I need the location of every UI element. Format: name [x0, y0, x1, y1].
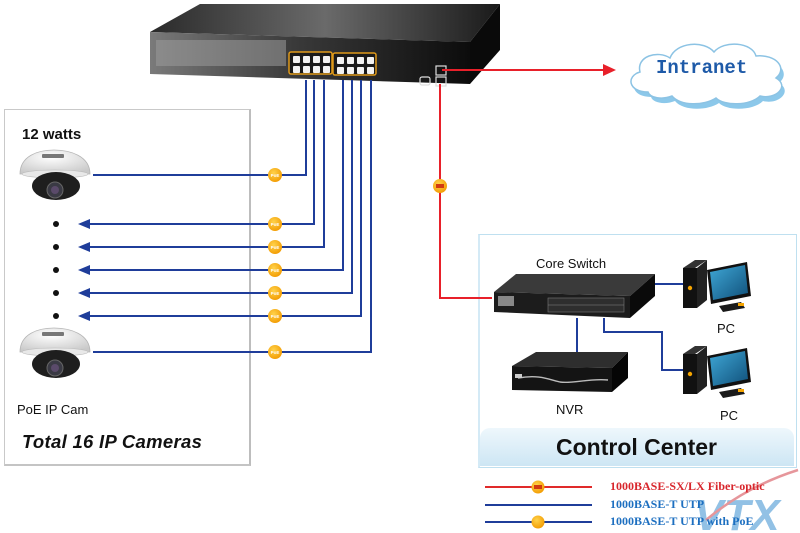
arrow-left-icon [78, 265, 90, 275]
legend-label-poe: 1000BASE-T UTP with PoE [610, 514, 754, 528]
intranet-cloud [630, 43, 785, 109]
arrow-left-icon [78, 242, 90, 252]
control-center-links [576, 283, 684, 371]
poe-badge: PoE [268, 240, 282, 254]
poe-port [323, 56, 330, 63]
legend-label-fiber: 1000BASE-SX/LX Fiber-optic [610, 479, 765, 493]
pc-1 [683, 260, 751, 312]
svg-text:PoE: PoE [271, 350, 280, 355]
svg-text:PoE: PoE [271, 173, 280, 178]
control-center-title: Control Center [556, 434, 717, 460]
camera-logo [42, 154, 64, 158]
poe-camera-link: PoE [78, 80, 325, 254]
poe-port [313, 56, 320, 63]
poe-camera-link: PoE [78, 80, 353, 300]
poe-badge: PoE [268, 263, 282, 277]
camera-logo [42, 332, 64, 336]
poe-port [293, 56, 300, 63]
poe-camera-link: PoE [78, 80, 362, 323]
vtx-watermark: VTX [694, 468, 799, 533]
legend-poe-line [485, 515, 592, 529]
poe-badge: PoE [268, 286, 282, 300]
svg-text:PoE: PoE [271, 268, 280, 273]
arrow-left-icon [78, 288, 90, 298]
core-switch-logo [498, 296, 514, 306]
poe-port [357, 57, 364, 64]
ip-camera-bottom [19, 327, 91, 378]
nvr-label: NVR [556, 402, 584, 417]
pc-screen [710, 265, 748, 300]
poe-badge: PoE [268, 345, 282, 359]
fiber-module-glyph [436, 184, 444, 188]
control-center-banner [480, 428, 794, 466]
svg-text:PoE: PoE [271, 314, 280, 319]
ellipsis-dot [53, 267, 59, 273]
camera-label: PoE IP Cam [17, 402, 89, 417]
poe-port [293, 66, 300, 73]
poe-camera-link: PoE [93, 80, 307, 182]
poe-port [347, 67, 354, 74]
poe-port [337, 57, 344, 64]
poe-port [303, 66, 310, 73]
fiber-link-core [433, 84, 492, 299]
arrow-left-icon [78, 311, 90, 321]
svg-text:PoE: PoE [271, 291, 280, 296]
poe-port [313, 66, 320, 73]
poe-badge: PoE [268, 217, 282, 231]
core-switch-label: Core Switch [536, 256, 607, 271]
arrow-left-icon [78, 219, 90, 229]
poe-camera-link: PoE [78, 80, 344, 277]
poe-port [367, 57, 374, 64]
poe-port [347, 57, 354, 64]
poe-port [337, 67, 344, 74]
core-switch [494, 274, 655, 318]
legend-label-utp: 1000BASE-T UTP [610, 497, 705, 511]
poe-port [367, 67, 374, 74]
camera-power-label: 12 watts [22, 126, 82, 143]
pc-label-1: PC [717, 321, 736, 336]
poe-badge: PoE [268, 309, 282, 323]
svg-text:PoE: PoE [271, 245, 280, 250]
pc-2 [683, 346, 751, 398]
nvr [512, 352, 628, 392]
ellipsis-dot [53, 244, 59, 250]
pc-label-2: PC [720, 408, 739, 423]
svg-text:PoE: PoE [271, 222, 280, 227]
poe-camera-links: PoE PoE PoE PoE PoE PoE PoE [78, 80, 372, 359]
poe-badge: PoE [268, 168, 282, 182]
total-cameras-label: Total 16 IP Cameras [22, 431, 203, 452]
fiber-link-intranet [442, 64, 616, 76]
intranet-label: Intranet [656, 57, 748, 79]
poe-switch [150, 4, 500, 87]
ellipsis-dot [53, 221, 59, 227]
legend-fiber-line [485, 480, 592, 494]
more-cameras-dots [53, 221, 59, 319]
poe-port [323, 66, 330, 73]
ip-camera-top [19, 149, 91, 200]
ellipsis-dot [53, 313, 59, 319]
poe-camera-link: PoE [78, 80, 315, 231]
poe-port [357, 67, 364, 74]
pc-screen [710, 351, 748, 386]
console-port [419, 76, 431, 86]
ellipsis-dot [53, 290, 59, 296]
legend-lines [485, 480, 592, 529]
poe-camera-link: PoE [93, 80, 372, 359]
poe-port [303, 56, 310, 63]
